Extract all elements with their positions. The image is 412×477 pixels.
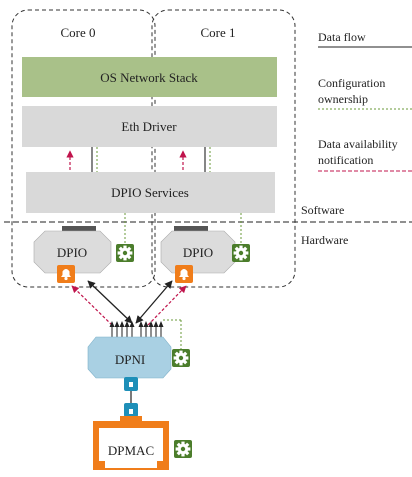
dpmac-inner xyxy=(99,428,163,468)
dpni-label: DPNI xyxy=(115,352,145,367)
notify-arrow-core1 xyxy=(147,285,187,326)
legend-notify-label-1: Data availability xyxy=(318,137,398,151)
core1-dpio-label: DPIO xyxy=(183,245,213,260)
gear-icon xyxy=(116,244,134,262)
software-label: Software xyxy=(301,203,344,217)
gear-icon xyxy=(172,349,190,367)
dpmac-port-pin xyxy=(129,409,133,414)
core1-dpio-connector-bar xyxy=(174,226,208,231)
bell-icon xyxy=(175,265,193,283)
dpmac-label: DPMAC xyxy=(108,443,154,458)
bell-icon xyxy=(57,265,75,283)
legend-notify-label-2: notification xyxy=(318,153,373,167)
dpni-port-pin xyxy=(129,382,133,387)
legend-data-flow-label: Data flow xyxy=(318,30,366,44)
legend-config-label-1: Configuration xyxy=(318,76,385,90)
hardware-label: Hardware xyxy=(301,233,348,247)
notify-arrow-core0 xyxy=(71,285,113,326)
os-network-stack-box xyxy=(22,57,277,97)
dpio-services-label: DPIO Services xyxy=(111,185,189,200)
dpni-block xyxy=(87,336,172,379)
core0-dpio-block xyxy=(33,230,112,274)
core0-dpio-label: DPIO xyxy=(57,245,87,260)
os-network-stack-label: OS Network Stack xyxy=(100,70,198,85)
legend-config-label-2: ownership xyxy=(318,92,368,106)
eth-driver-label: Eth Driver xyxy=(121,119,177,134)
dpni-queue-arrows xyxy=(109,321,164,337)
eth-driver-box xyxy=(22,106,277,147)
data-flow-arrow-core1 xyxy=(135,280,173,324)
core-1-label: Core 1 xyxy=(200,25,235,40)
core0-dpio-connector-bar xyxy=(62,226,96,231)
gear-icon xyxy=(174,440,192,458)
data-flow-arrow-core0 xyxy=(87,280,133,324)
core-0-label: Core 0 xyxy=(60,25,95,40)
gear-icon xyxy=(232,244,250,262)
core1-dpio-block xyxy=(160,230,236,274)
dpio-services-box xyxy=(26,172,275,213)
